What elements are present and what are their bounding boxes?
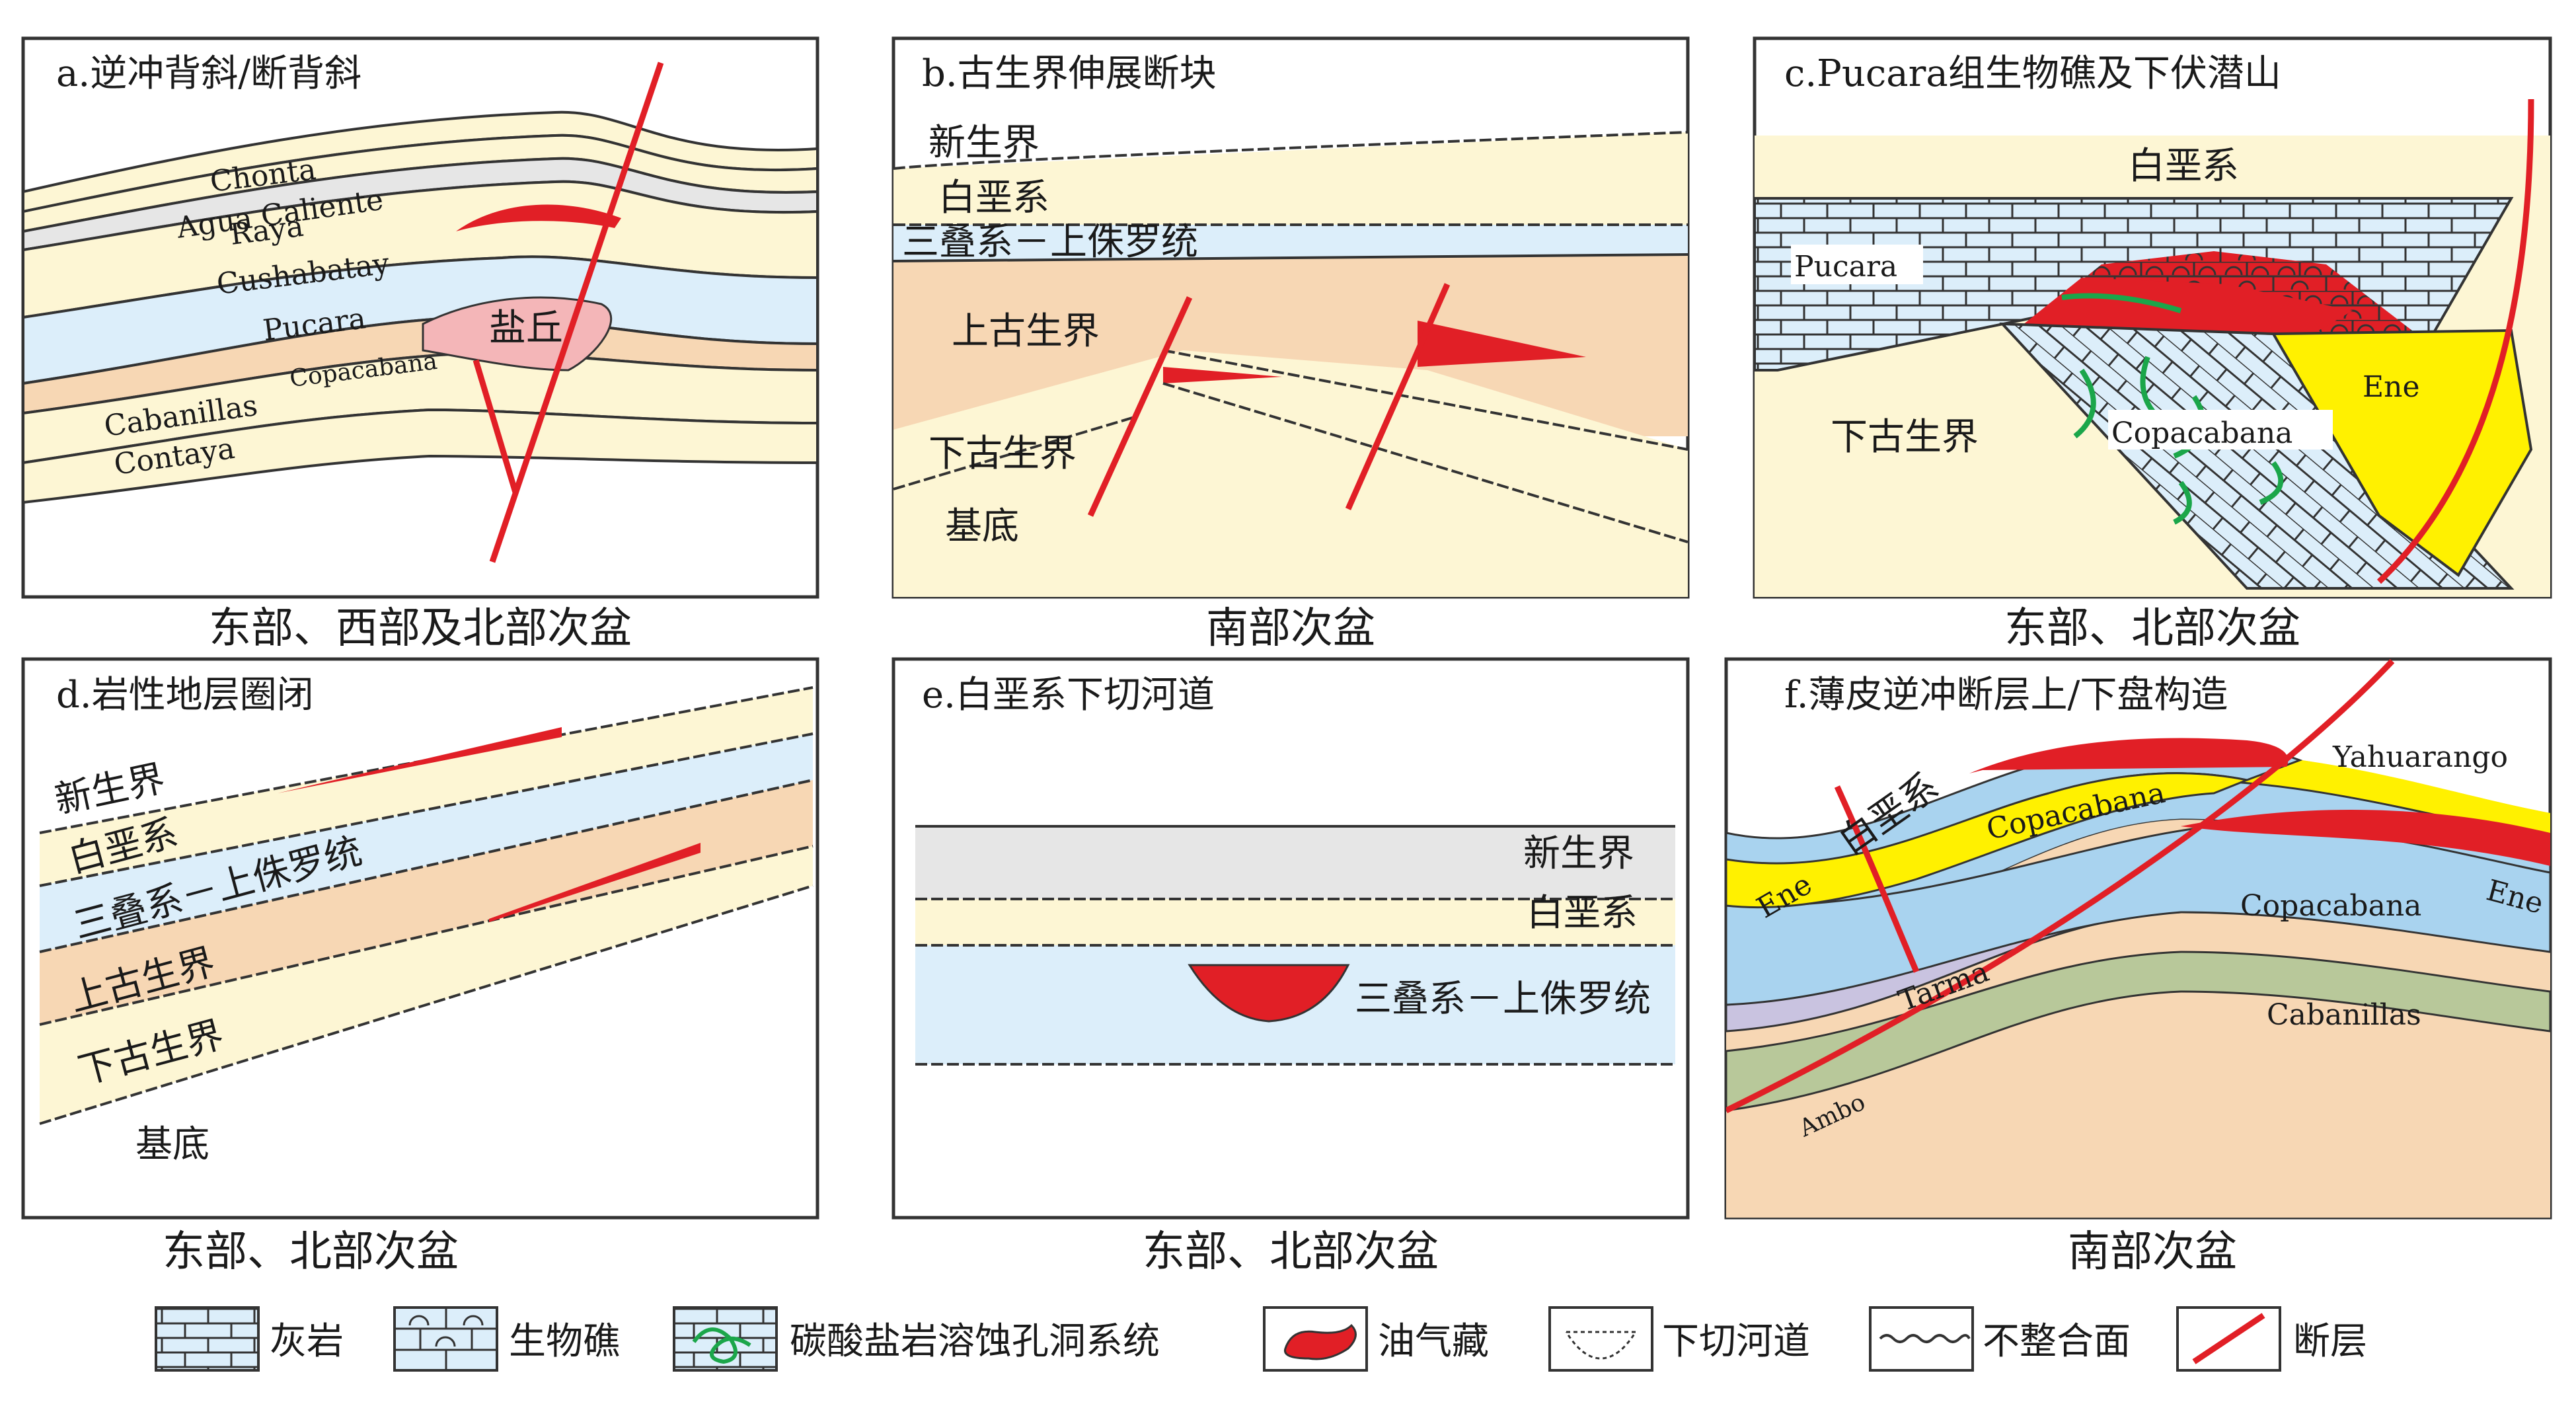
panel-d: d.岩性地层圈闭 新生界 白垩系 三叠系－上侏罗统 上古生界 下古生界 基底 东…: [21, 657, 819, 1276]
panel-e: e.白垩系下切河道 新生界 白垩系 三叠系－上侏罗统 东部、北部次盆: [891, 657, 1690, 1276]
legend-item-limestone: 灰岩: [155, 1306, 344, 1372]
fault-line: [489, 61, 664, 563]
legend-item-karst: 碳酸盐岩溶蚀孔洞系统: [673, 1306, 1160, 1372]
label-triassic: 三叠系－上侏罗统: [902, 221, 1198, 264]
legend-item-reservoir: 油气藏: [1263, 1306, 1489, 1372]
legend-label: 生物礁: [509, 1320, 620, 1363]
label-cretaceous-e: 白垩系: [1527, 892, 1638, 935]
label-cabanillas-f: Cabanillas: [2267, 998, 2421, 1032]
panel-c-caption: 东部、北部次盆: [2004, 604, 2300, 653]
label-yahuarango: Yahuarango: [2332, 740, 2508, 774]
legend-item-fault: 断层: [2176, 1306, 2367, 1372]
legend-item-channel: 下切河道: [1548, 1306, 1810, 1372]
panel-d-title: d.岩性地层圈闭: [56, 674, 314, 717]
fault-line: [1087, 296, 1193, 517]
label-cenozoic-e: 新生界: [1523, 832, 1634, 875]
label-basement: 基底: [945, 505, 1019, 548]
incised-channel-icon: [1548, 1306, 1653, 1372]
legend-item-unconformity: 不整合面: [1869, 1306, 2131, 1372]
fault-line: [473, 359, 519, 494]
panel-c: c.Pucara组生物礁及下伏潜山 白垩系 Pucara Ene 下古生界 Co…: [1753, 36, 2552, 653]
panel-a-caption: 东部、西部及北部次盆: [209, 604, 632, 653]
label-triassic-e: 三叠系－上侏罗统: [1355, 978, 1651, 1021]
panel-a: a.逆冲背斜/断背斜 Chonta Agua Caliente Raya Cus…: [21, 36, 819, 653]
label-cretaceous-c: 白垩系: [2128, 145, 2239, 188]
label-lower-paleozoic: 下古生界: [928, 432, 1077, 475]
label-upper-paleozoic: 上古生界: [952, 310, 1100, 353]
panel-e-title: e.白垩系下切河道: [922, 674, 1215, 717]
label-basement-d: 基底: [135, 1123, 209, 1166]
label-cenozoic: 新生界: [928, 122, 1040, 165]
panel-f-title: f.薄皮逆冲断层上/下盘构造: [1784, 674, 2228, 717]
panel-b-caption: 南部次盆: [1206, 604, 1375, 653]
legend-item-reef: 生物礁: [393, 1306, 620, 1372]
legend-label: 灰岩: [270, 1320, 344, 1363]
panel-f: f.薄皮逆冲断层上/下盘构造 Yahuarango 白垩系 Copacabana…: [1724, 657, 2552, 1276]
label-salt-dome: 盐丘: [489, 307, 563, 350]
limestone-icon: [155, 1306, 260, 1372]
legend-label: 油气藏: [1378, 1320, 1489, 1363]
panel-b: b.古生界伸展断块 新生界 白垩系 三叠系－上侏罗统 上古生界 下古生界 基底 …: [891, 36, 1690, 653]
fault-line: [1726, 659, 2395, 1114]
label-lower-paleozoic-c: 下古生界: [1831, 416, 1979, 459]
panel-f-caption: 南部次盆: [2068, 1228, 2237, 1276]
label-pucara-c: Pucara: [1794, 250, 1897, 284]
panel-a-title: a.逆冲背斜/断背斜: [56, 52, 361, 95]
panel-e-caption: 东部、北部次盆: [1143, 1228, 1439, 1276]
label-copacabana-c: Copacabana: [2111, 416, 2292, 450]
panel-d-caption: 东部、北部次盆: [163, 1228, 459, 1276]
legend-label: 碳酸盐岩溶蚀孔洞系统: [790, 1320, 1160, 1363]
legend-label: 下切河道: [1662, 1320, 1810, 1363]
label-ene-c: Ene: [2363, 370, 2420, 404]
legend: 灰岩 生物礁 碳酸盐岩溶蚀孔洞系统 油气藏 下切河道 不整合面: [155, 1306, 2367, 1372]
fault-line: [1834, 785, 1920, 973]
panel-c-title: c.Pucara组生物礁及下伏潜山: [1784, 52, 2281, 95]
label-copacabana-lower: Copacabana: [2240, 889, 2421, 923]
legend-label: 断层: [2293, 1320, 2367, 1363]
label-cretaceous: 白垩系: [938, 176, 1049, 219]
panel-b-title: b.古生界伸展断块: [922, 52, 1217, 95]
fault-line: [1345, 283, 1451, 510]
fault-line: [2376, 98, 2534, 584]
legend-label: 不整合面: [1983, 1320, 2131, 1363]
